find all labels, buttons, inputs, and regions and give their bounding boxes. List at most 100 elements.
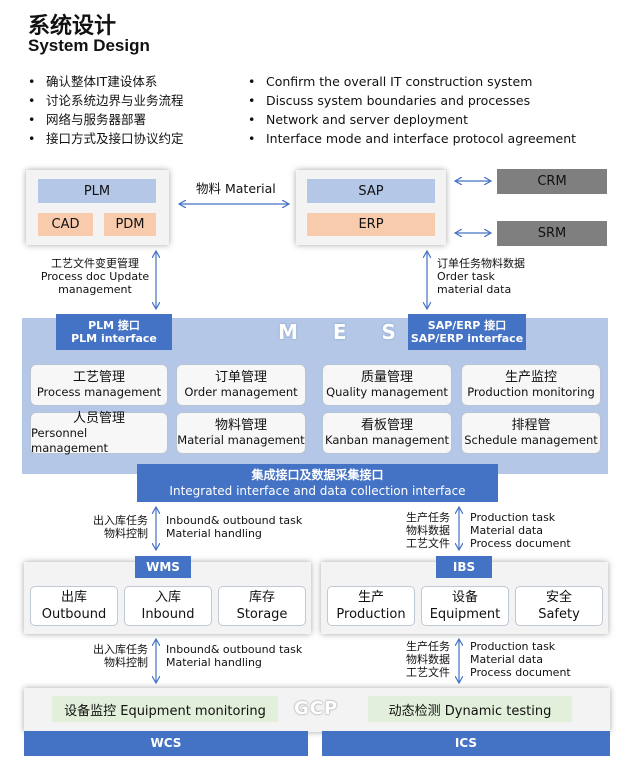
sap-box: SAP xyxy=(307,179,435,203)
sap-interface-en: SAP/ERP interface xyxy=(410,332,524,345)
link-text: Material handling xyxy=(166,656,262,669)
ibs-production: 生产 Production xyxy=(327,586,415,626)
bullet-list-zh: 确认整体IT建设体系 讨论系统边界与业务流程 网络与服务器部署 接口方式及接口协… xyxy=(28,72,184,148)
link-text: 工艺文件 xyxy=(406,666,450,679)
module-schedule: 排程管 Schedule management xyxy=(461,412,601,454)
module-zh: 物料管理 xyxy=(214,418,267,433)
bullet-item: Discuss system boundaries and processes xyxy=(248,91,576,110)
ibs-safety: 安全 Safety xyxy=(515,586,603,626)
link-text: Material handling xyxy=(166,527,262,540)
bullet-item: Network and server deployment xyxy=(248,110,576,129)
link-text: 物料控制 xyxy=(104,527,148,540)
link-text: 生产任务 xyxy=(406,511,450,524)
module-material: 物料管理 Material management xyxy=(176,412,306,454)
module-zh: 订单管理 xyxy=(214,370,267,385)
module-zh: 质量管理 xyxy=(360,370,413,385)
sub-zh: 设备 xyxy=(451,590,478,605)
gcp-left-link-en: Inbound& outbound task Material handling xyxy=(166,643,302,669)
plm-box: PLM xyxy=(38,179,156,203)
gcp-left-link-zh: 出入库任务 物料控制 xyxy=(86,643,148,669)
integration-en: Integrated interface and data collection… xyxy=(169,484,466,498)
ibs-link-en: Production task Material data Process do… xyxy=(470,511,571,550)
plm-interface-box: PLM 接口 PLM interface xyxy=(56,314,172,350)
link-text: Inbound& outbound task xyxy=(166,514,303,527)
module-zh: 人员管理 xyxy=(72,410,125,426)
gcp-label: GCP xyxy=(294,698,339,719)
sub-en: Production xyxy=(336,607,406,622)
equipment-monitoring-box: 设备监控 Equipment monitoring xyxy=(52,696,278,722)
ics-bar: ICS xyxy=(322,731,610,756)
module-order: 订单管理 Order management xyxy=(176,364,306,406)
plm-interface-zh: PLM 接口 xyxy=(88,319,140,332)
module-en: Material management xyxy=(177,433,305,447)
wms-storage: 库存 Storage xyxy=(218,586,306,626)
link-text: 物料控制 xyxy=(104,656,148,669)
sap-mes-link-label: 订单任务物料数据 Order task material data xyxy=(437,257,525,296)
ibs-label: IBS xyxy=(436,556,492,578)
gcp-right-link-en: Production task Material data Process do… xyxy=(470,640,571,679)
link-text: management xyxy=(58,283,132,296)
link-text: material data xyxy=(437,283,512,296)
link-text: 物料数据 xyxy=(406,653,450,666)
module-zh: 工艺管理 xyxy=(72,370,125,385)
pdm-box: PDM xyxy=(104,213,156,236)
sub-zh: 生产 xyxy=(357,590,384,605)
module-en: Process management xyxy=(36,385,162,399)
dynamic-testing-box: 动态检测 Dynamic testing xyxy=(368,696,572,722)
sub-zh: 安全 xyxy=(545,590,572,605)
integration-zh: 集成接口及数据采集接口 xyxy=(251,468,384,482)
link-text: 物料数据 xyxy=(406,524,450,537)
plm-interface-en: PLM interface xyxy=(71,332,157,345)
link-text: 出入库任务 xyxy=(93,643,148,656)
bullet-item: Interface mode and interface protocol ag… xyxy=(248,129,576,148)
module-zh: 看板管理 xyxy=(360,418,413,433)
bullet-item: Confirm the overall IT construction syst… xyxy=(248,72,576,91)
module-process: 工艺管理 Process management xyxy=(30,364,168,406)
sub-zh: 库存 xyxy=(248,590,275,605)
module-zh: 排程管 xyxy=(511,418,551,433)
sub-en: Equipment xyxy=(429,607,501,622)
link-text: Order task xyxy=(437,270,495,283)
sap-interface-box: SAP/ERP 接口 SAP/ERP interface xyxy=(408,314,526,350)
sub-zh: 出库 xyxy=(60,590,87,605)
module-zh: 生产监控 xyxy=(504,370,557,385)
module-en: Kanban management xyxy=(324,433,449,447)
wms-outbound: 出库 Outbound xyxy=(30,586,118,626)
link-text: Process document xyxy=(470,666,571,679)
link-text: 出入库任务 xyxy=(93,514,148,527)
module-en: Order management xyxy=(184,385,298,399)
sub-en: Safety xyxy=(538,607,580,622)
link-text: 工艺文件变更管理 xyxy=(51,257,139,270)
module-production-monitoring: 生产监控 Production monitoring xyxy=(461,364,601,406)
integration-interface-box: 集成接口及数据采集接口 Integrated interface and dat… xyxy=(137,464,498,502)
wms-link-en: Inbound& outbound task Material handling xyxy=(166,514,302,540)
link-text: Process doc Update xyxy=(40,270,150,283)
bullet-item: 网络与服务器部署 xyxy=(28,110,184,129)
link-text: 生产任务 xyxy=(406,640,450,653)
bullet-item: 确认整体IT建设体系 xyxy=(28,72,184,91)
link-text: Process document xyxy=(470,537,571,550)
sap-interface-zh: SAP/ERP 接口 xyxy=(427,319,507,332)
page-title-en: System Design xyxy=(28,36,150,55)
gcp-right-link-zh: 生产任务 物料数据 工艺文件 xyxy=(398,640,450,679)
link-text: Material data xyxy=(470,524,543,537)
link-text: Inbound& outbound task xyxy=(166,643,303,656)
sub-en: Storage xyxy=(236,607,288,622)
erp-box: ERP xyxy=(307,213,435,236)
link-text: Production task xyxy=(470,511,556,524)
module-quality: 质量管理 Quality management xyxy=(322,364,452,406)
bullet-list-en: Confirm the overall IT construction syst… xyxy=(248,72,576,148)
mes-title: M E S xyxy=(278,320,410,344)
crm-box: CRM xyxy=(497,169,607,194)
sub-en: Outbound xyxy=(41,607,107,622)
module-en: Production monitoring xyxy=(467,385,595,399)
page-title-zh: 系统设计 xyxy=(28,14,117,39)
wms-inbound: 入库 Inbound xyxy=(124,586,212,626)
wms-label: WMS xyxy=(135,556,191,578)
link-text: 订单任务物料数据 xyxy=(437,257,525,270)
bullet-item: 接口方式及接口协议约定 xyxy=(28,129,184,148)
module-en: Personnel management xyxy=(31,425,109,455)
cad-box: CAD xyxy=(38,213,93,236)
sub-zh: 入库 xyxy=(154,590,181,605)
